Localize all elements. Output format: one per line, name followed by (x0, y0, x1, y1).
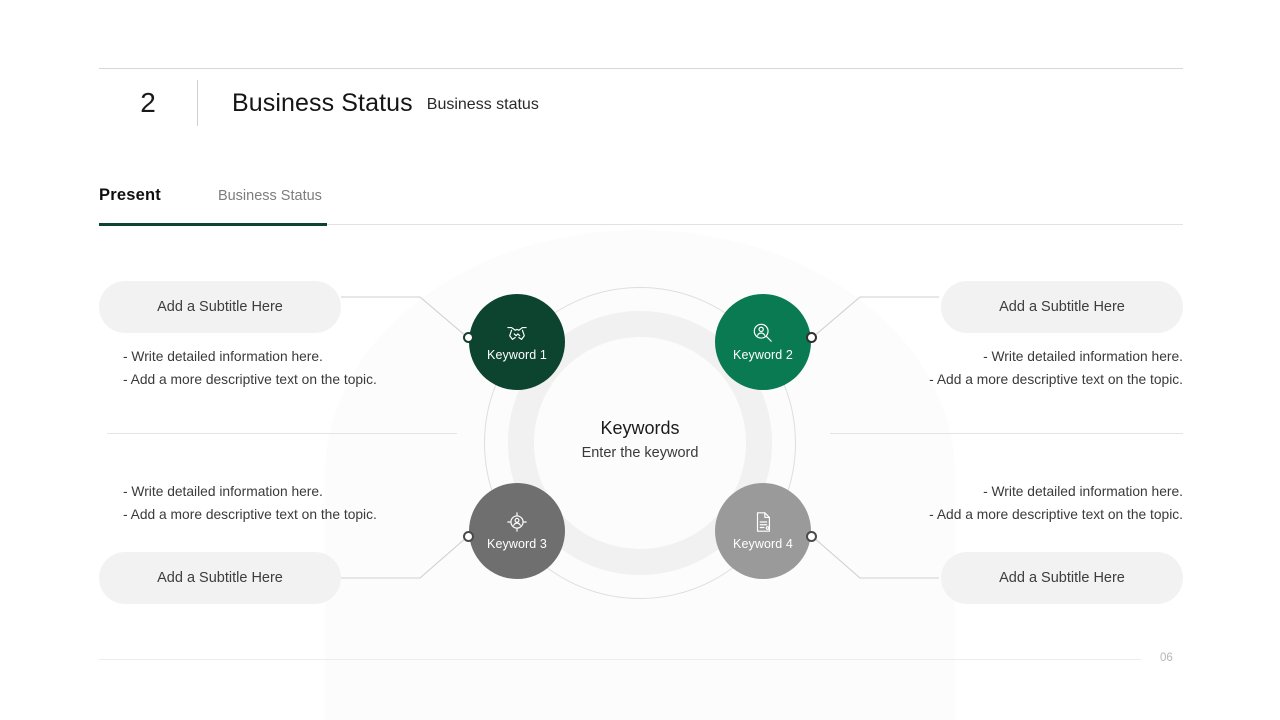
target-person-icon (506, 511, 528, 533)
header-divider (99, 68, 1183, 69)
tab-bar: Present Business Status (99, 186, 322, 205)
tab-business-status[interactable]: Business Status (217, 188, 322, 204)
node-keyword-4[interactable]: Keyword 4 (715, 483, 811, 579)
connector-dot-2 (806, 332, 817, 343)
tab-underline (99, 224, 1183, 225)
subtitle-pill-2[interactable]: Add a Subtitle Here (941, 281, 1183, 333)
panel-line: - Write detailed information here. (123, 349, 323, 364)
section-number: 2 (140, 87, 156, 118)
outer-ring-outline (484, 287, 796, 599)
handshake-icon (506, 322, 528, 344)
node-label: Keyword 4 (733, 537, 793, 551)
connector-dot-1 (463, 332, 474, 343)
node-keyword-2[interactable]: Keyword 2 (715, 294, 811, 390)
center-label-group: Keywords Enter the keyword (540, 418, 740, 461)
node-label: Keyword 3 (487, 537, 547, 551)
right-section-divider (830, 433, 1183, 434)
tab-present[interactable]: Present (99, 186, 161, 204)
person-search-icon (752, 322, 774, 344)
subtitle-pill-4[interactable]: Add a Subtitle Here (941, 552, 1183, 604)
subtitle-pill-1[interactable]: Add a Subtitle Here (99, 281, 341, 333)
header-vertical-divider (197, 80, 198, 126)
node-keyword-3[interactable]: Keyword 3 (469, 483, 565, 579)
center-subtitle: Enter the keyword (581, 445, 699, 461)
node-keyword-1[interactable]: Keyword 1 (469, 294, 565, 390)
panel-text-1: - Write detailed information here. - Add… (123, 345, 377, 391)
panel-text-4: - Write detailed information here. - Add… (783, 480, 1183, 526)
node-label: Keyword 1 (487, 348, 547, 362)
left-section-divider (107, 433, 457, 434)
panel-text-3: - Write detailed information here. - Add… (123, 480, 377, 526)
slide-header: 2 Business Status Business status (99, 78, 999, 128)
footer-divider (99, 659, 1141, 660)
center-title: Keywords (600, 418, 680, 438)
panel-line: - Write detailed information here. (983, 484, 1183, 499)
panel-line: - Add a more descriptive text on the top… (929, 372, 1183, 387)
panel-line: - Write detailed information here. (983, 349, 1183, 364)
panel-line: - Add a more descriptive text on the top… (123, 507, 377, 522)
document-icon (753, 511, 773, 533)
page-subtitle: Business status (426, 96, 539, 113)
panel-line: - Add a more descriptive text on the top… (123, 372, 377, 387)
page-number: 06 (1160, 652, 1173, 664)
page-title: Business Status (232, 88, 413, 117)
subtitle-pill-3[interactable]: Add a Subtitle Here (99, 552, 341, 604)
panel-line: - Write detailed information here. (123, 484, 323, 499)
panel-line: - Add a more descriptive text on the top… (929, 507, 1183, 522)
tab-active-indicator (99, 223, 327, 226)
node-label: Keyword 2 (733, 348, 793, 362)
connector-dot-4 (806, 531, 817, 542)
panel-text-2: - Write detailed information here. - Add… (783, 345, 1183, 391)
connector-dot-3 (463, 531, 474, 542)
